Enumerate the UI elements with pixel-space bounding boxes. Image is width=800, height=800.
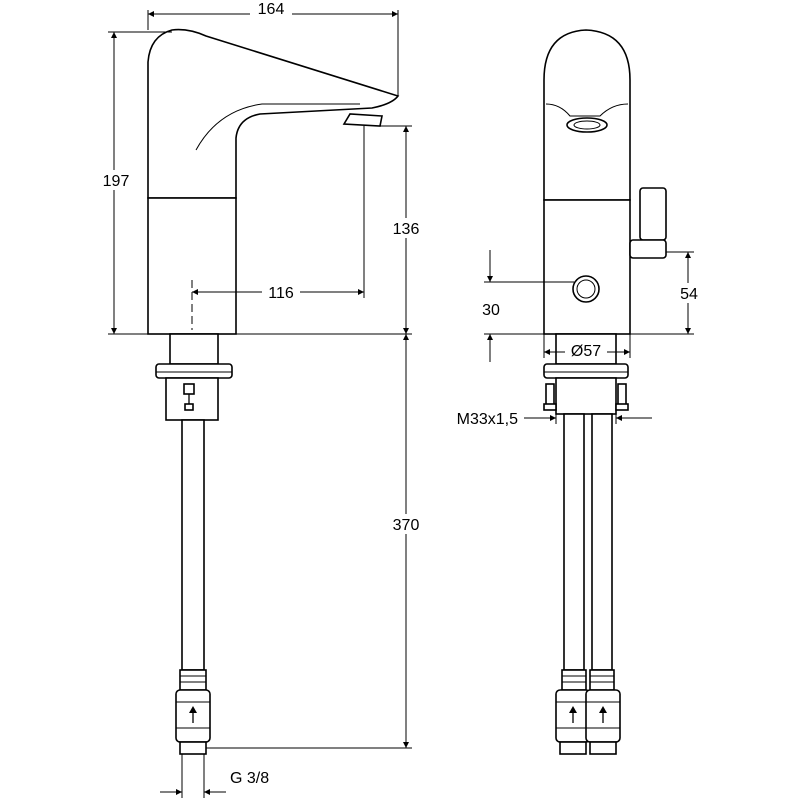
- front-view: [543, 29, 667, 755]
- supply-hose-left: [563, 413, 585, 671]
- front-spout-contour: [545, 103, 629, 117]
- aerator-front: [566, 117, 608, 133]
- right-fixing-screw: [617, 383, 627, 407]
- mounting-washer: [155, 363, 233, 379]
- dim-thread-connection-label: G 3/8: [230, 770, 269, 787]
- spout-contour-line: [195, 103, 360, 151]
- front-mounting-washer: [543, 363, 629, 379]
- hose-fitting-left: [561, 669, 587, 691]
- faucet-body-lower: [147, 197, 237, 335]
- dim-spout-height-label: 136: [393, 221, 420, 238]
- hose-fitting: [179, 669, 207, 691]
- flow-arrow-icon: [189, 706, 197, 713]
- dim-supply-length-label: 370: [393, 517, 420, 534]
- flow-arrow-right-icon: [599, 706, 607, 713]
- dim-lever-offset-label: 54: [680, 286, 698, 303]
- faucet-spout: [147, 28, 400, 199]
- dim-total-height-label: 197: [103, 173, 130, 190]
- dim-projection-label: 116: [268, 285, 294, 302]
- temperature-lever: [639, 187, 667, 241]
- dim-base-diameter-label: Ø57: [571, 343, 601, 360]
- dim-sensor-offset-label: 30: [482, 302, 500, 319]
- side-view-dimensions: 164 197 136 116 370 G 3/8: [98, 1, 424, 798]
- supply-hose: [181, 419, 205, 671]
- hose-end-left: [559, 741, 587, 755]
- hose-end: [179, 741, 207, 755]
- dim-width-label: 164: [258, 1, 285, 18]
- aerator: [342, 113, 383, 127]
- front-threaded-shank: [555, 377, 617, 415]
- left-fixing-screw: [545, 383, 555, 407]
- faucet-front-lower: [543, 199, 631, 335]
- dim-mounting-thread-label: M33x1,5: [457, 411, 518, 428]
- flow-arrow-left-icon: [569, 706, 577, 713]
- supply-hose-right: [591, 413, 613, 671]
- hose-end-right: [589, 741, 617, 755]
- side-view: [147, 28, 400, 755]
- front-view-dimensions: 30 54 Ø57 M33x1,5: [457, 250, 704, 428]
- lever-stem: [629, 239, 667, 259]
- shank-screw: [183, 383, 195, 395]
- hose-fitting-right: [589, 669, 615, 691]
- faucet-front-upper: [543, 29, 631, 201]
- faucet-base-neck: [169, 333, 219, 365]
